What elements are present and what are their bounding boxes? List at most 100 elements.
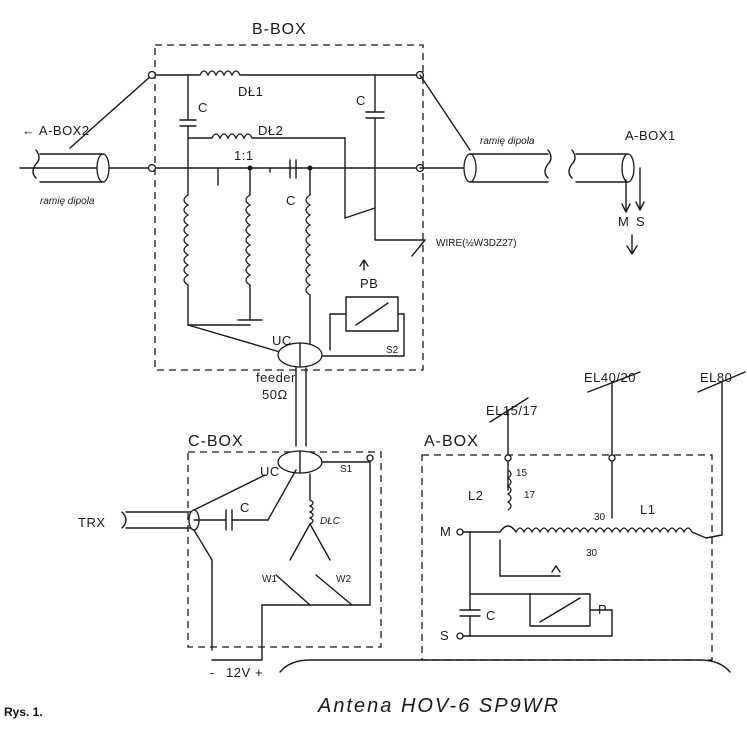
c-box: C-BOX UC S1 TRX C DŁC W1 W2 bbox=[78, 433, 382, 680]
m-crossover bbox=[499, 525, 517, 533]
c-to-uc bbox=[267, 469, 297, 521]
l2-label: L2 bbox=[468, 488, 483, 503]
dz1-coil bbox=[199, 70, 241, 77]
c-cbox-label: C bbox=[240, 500, 250, 515]
c1-label: C bbox=[198, 100, 208, 115]
ramie-right-label: ramię dipola bbox=[480, 136, 535, 147]
dipole-wire-right-upper bbox=[419, 74, 471, 151]
feeder: feeder 50Ω bbox=[256, 367, 307, 447]
node-top-left bbox=[147, 70, 157, 80]
feeder-impedance: 50Ω bbox=[262, 387, 288, 402]
coil-b-junction bbox=[247, 165, 253, 171]
c-box-title: C-BOX bbox=[188, 433, 244, 450]
c2-label: C bbox=[286, 193, 296, 208]
w1-switch bbox=[275, 574, 311, 606]
coil-c bbox=[305, 194, 312, 296]
trx-break bbox=[121, 511, 127, 529]
title-bracket bbox=[279, 659, 731, 673]
coax-left-end bbox=[96, 153, 110, 183]
switch-blade bbox=[344, 207, 376, 219]
pb-arrow-icon bbox=[359, 259, 369, 267]
tap-15-label: 15 bbox=[516, 468, 528, 479]
a-box-title: A-BOX bbox=[424, 433, 479, 450]
supply-label: 12V bbox=[226, 665, 251, 680]
trx-label: TRX bbox=[78, 515, 106, 530]
pb-relay-diagonal bbox=[355, 302, 389, 326]
rail-to-uc bbox=[187, 324, 281, 353]
b-box-title: B-BOX bbox=[252, 21, 307, 38]
c-a-label: C bbox=[486, 608, 496, 623]
l2-coil bbox=[506, 469, 512, 511]
coax-right-end bbox=[463, 153, 477, 183]
a-box1-label: A-BOX1 bbox=[625, 128, 676, 143]
l1-label: L1 bbox=[640, 502, 655, 517]
diagram-title: Antena HOV-6 SP9WR bbox=[317, 695, 560, 717]
s2-label: S2 bbox=[386, 345, 399, 356]
el15-wire bbox=[489, 397, 529, 423]
tap-17-label: 17 bbox=[524, 490, 536, 501]
dlc-lead-left bbox=[289, 523, 311, 561]
b-box-outline bbox=[154, 44, 424, 371]
m-terminal bbox=[456, 528, 464, 536]
down-arrow-icon bbox=[626, 245, 638, 255]
el15-node bbox=[504, 454, 512, 462]
s-terminal bbox=[456, 632, 464, 640]
w1-label: W1 bbox=[262, 574, 277, 585]
uc-b-label: UC bbox=[272, 333, 292, 348]
s1-label: S1 bbox=[340, 464, 353, 475]
l1-coil bbox=[515, 527, 693, 534]
coax-right2-end bbox=[621, 153, 635, 183]
tap-30b-label: 30 bbox=[586, 548, 598, 559]
m-label: M bbox=[618, 214, 629, 229]
dipole-wire-left-upper bbox=[69, 74, 153, 149]
el40-node bbox=[608, 454, 616, 462]
wire-tap-end bbox=[411, 239, 426, 257]
s-label: S bbox=[636, 214, 645, 229]
feeder-label: feeder bbox=[256, 370, 296, 385]
p-relay-diagonal bbox=[539, 597, 581, 623]
coax-right-break bbox=[544, 149, 552, 179]
s-arrow-icon bbox=[635, 201, 645, 211]
tap-30-label: 30 bbox=[594, 512, 606, 523]
coax-left-break bbox=[32, 149, 40, 179]
c-box-outline bbox=[187, 451, 382, 648]
el80-tail bbox=[705, 534, 723, 539]
pb-label: PB bbox=[360, 276, 378, 291]
dz2-label: DŁ2 bbox=[258, 123, 283, 138]
dlc-lead-right bbox=[309, 523, 331, 561]
coil-c-junction bbox=[307, 165, 313, 171]
m-a-label: M bbox=[440, 524, 451, 539]
ramie-left-label: ramię dipola bbox=[40, 196, 95, 207]
coil-b bbox=[245, 194, 252, 286]
el40-wire bbox=[587, 371, 641, 393]
ratio-label: 1:1 bbox=[234, 148, 254, 163]
b-box: B-BOX ← A-BOX2 ramię dipola DŁ1 C DŁ2 bbox=[19, 21, 676, 371]
dz2-coil bbox=[211, 133, 253, 140]
el15-label: EL15/17 bbox=[486, 403, 538, 418]
a-box-outline bbox=[421, 454, 713, 661]
dlc-coil bbox=[308, 499, 314, 525]
l1-end bbox=[691, 531, 707, 539]
a-box: A-BOX EL15/17 EL40/20 EL80 L2 15 17 M L1… bbox=[421, 370, 746, 661]
figure-label: Rys. 1. bbox=[4, 705, 43, 719]
w2-label: W2 bbox=[336, 574, 351, 585]
dlc-label: DŁC bbox=[320, 516, 341, 527]
supply-plus: + bbox=[255, 665, 263, 680]
wire-label: WIRE(½W3DZ27) bbox=[436, 238, 517, 249]
el80-label: EL80 bbox=[700, 370, 732, 385]
c3-label: C bbox=[356, 93, 366, 108]
w2-switch bbox=[315, 574, 353, 606]
s1-terminal bbox=[366, 454, 374, 462]
a-box2-label: ← A-BOX2 bbox=[22, 123, 90, 138]
trx-ground bbox=[193, 529, 213, 561]
m-arrow-icon bbox=[621, 203, 631, 213]
supply-minus: - bbox=[210, 665, 215, 680]
dz1-label: DŁ1 bbox=[238, 84, 263, 99]
relay-arrow-icon bbox=[551, 565, 561, 573]
node-left-mid bbox=[147, 163, 157, 173]
el40-label: EL40/20 bbox=[584, 370, 636, 385]
coil-a bbox=[183, 194, 190, 286]
s-a-label: S bbox=[440, 628, 449, 643]
coax-right-break2 bbox=[568, 149, 576, 179]
